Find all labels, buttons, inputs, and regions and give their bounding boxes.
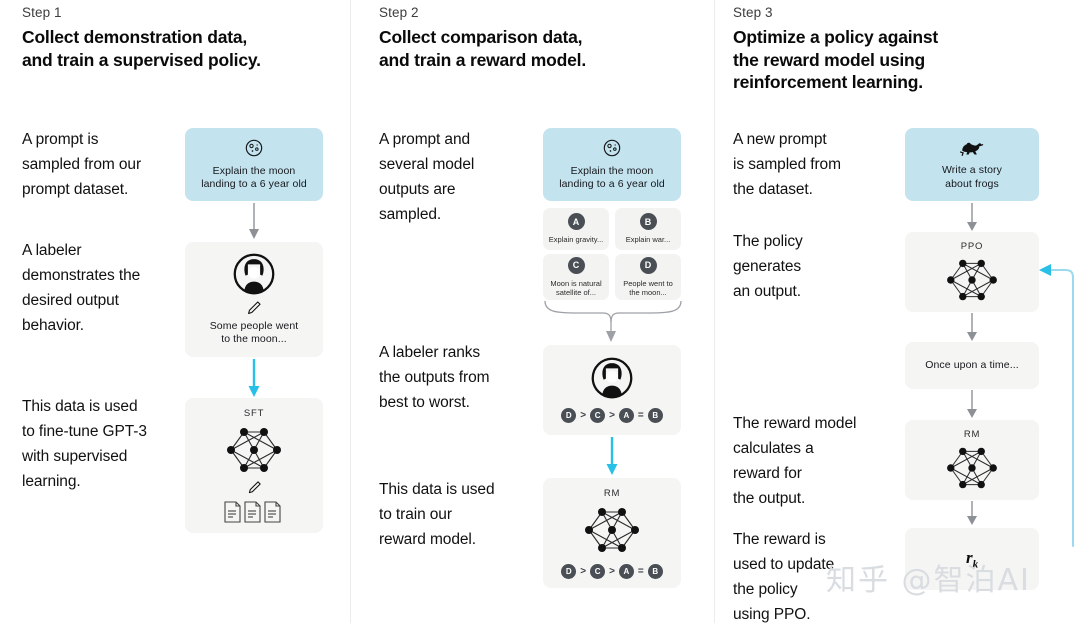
- step-1-label: Step 1: [22, 5, 62, 20]
- neural-net-icon: [947, 259, 997, 300]
- step-2-label: Step 2: [379, 5, 419, 20]
- rank-op-1: >: [580, 410, 587, 421]
- rank-op-3: =: [637, 410, 644, 421]
- rank-op-1: >: [580, 565, 587, 577]
- arrow-down-gray: [967, 313, 977, 341]
- step-3-ppo-card[interactable]: PPO: [905, 232, 1039, 312]
- feedback-loop-arrow: [1039, 264, 1074, 547]
- neural-net-icon: [947, 447, 997, 488]
- labeler-avatar-icon: [233, 253, 275, 294]
- badge-c: C: [567, 256, 585, 274]
- neural-net-icon: [227, 427, 281, 472]
- rank-op-2: >: [609, 565, 615, 577]
- rank-badge-4: B: [647, 563, 663, 579]
- pencil-icon: [248, 480, 261, 493]
- step-3-label: Step 3: [733, 5, 773, 20]
- step-3-paragraph-3: The reward model calculates a reward for…: [733, 415, 857, 507]
- badge-a: A: [567, 213, 585, 231]
- step-2-paragraph-3: This data is used to train our reward mo…: [379, 481, 495, 548]
- step-3-new-prompt-text: Write a story about frogs: [941, 164, 1003, 190]
- step-3-reward-card[interactable]: rk: [905, 528, 1039, 590]
- badge-d: D: [639, 256, 657, 274]
- merge-bracket-arrow: [544, 300, 682, 342]
- rank-op-3: =: [637, 565, 644, 577]
- step-2-rm-label: RM: [603, 487, 621, 499]
- step-2-rm-ranking-row: D > C > A = B: [561, 563, 663, 579]
- step-3-new-prompt-card[interactable]: Write a story about frogs: [905, 128, 1039, 201]
- column-divider-2: [714, 0, 715, 623]
- output-b-text: Explain war...: [625, 235, 671, 245]
- pencil-icon: [248, 300, 261, 314]
- output-a-text: Explain gravity...: [548, 235, 604, 245]
- rank-badge-2: C: [590, 563, 606, 579]
- column-divider-1: [350, 0, 351, 623]
- step-3-output-text: Once upon a time...: [925, 358, 1019, 371]
- documents-icon: [224, 500, 281, 523]
- arrow-down-gray: [967, 390, 977, 418]
- step-2-column: Step 2 Collect comparison data, and trai…: [351, 0, 714, 623]
- arrow-down-gray: [967, 203, 977, 231]
- reward-value: rk: [965, 547, 979, 571]
- step-2-paragraph-1: A prompt and several model outputs are s…: [379, 131, 475, 223]
- step-3-paragraph-4: The reward is used to update the policy …: [733, 531, 835, 623]
- rank-badge-2: C: [590, 408, 606, 423]
- step-3-rm-label: RM: [963, 428, 981, 440]
- step-1-column: Step 1 Collect demonstration data, and t…: [0, 0, 350, 623]
- neural-net-icon: [585, 507, 639, 552]
- output-c-text: Moon is natural satellite of...: [550, 278, 602, 298]
- arrow-down-gray: [967, 501, 977, 525]
- step-3-ppo-label: PPO: [960, 240, 984, 252]
- step-2-labeler-card[interactable]: D > C > A = B: [543, 345, 681, 435]
- step-2-paragraph-2: A labeler ranks the outputs from best to…: [379, 344, 490, 411]
- rank-badge-4: B: [647, 408, 663, 423]
- step-1-sft-card[interactable]: SFT: [185, 398, 323, 533]
- badge-b: B: [639, 213, 657, 231]
- step-2-title: Collect comparison data, and train a rew…: [379, 27, 586, 70]
- rank-badge-1: D: [561, 408, 577, 423]
- step-2-rm-card[interactable]: RM D > C: [543, 478, 681, 588]
- step-1-prompt-text: Explain the moon landing to a 6 year old: [201, 164, 307, 191]
- step-2-ranking-row: D > C > A = B: [561, 408, 663, 423]
- step-2-output-c[interactable]: C Moon is natural satellite of...: [543, 254, 609, 300]
- step-2-output-d[interactable]: D People went to the moon...: [615, 254, 681, 300]
- step-1-paragraph-3: This data is used to fine-tune GPT-3 wit…: [22, 398, 147, 490]
- step-2-prompt-text: Explain the moon landing to a 6 year old: [559, 164, 665, 191]
- step-1-labeler-text: Some people went to the moon...: [209, 319, 299, 346]
- rank-op-2: >: [609, 410, 615, 421]
- frog-icon: [959, 142, 984, 156]
- step-3-paragraph-1: A new prompt is sampled from the dataset…: [733, 131, 841, 198]
- output-d-text: People went to the moon...: [623, 278, 673, 298]
- step-2-prompt-card[interactable]: Explain the moon landing to a 6 year old: [543, 128, 681, 201]
- step-3-column: Step 3 Optimize a policy against the rew…: [715, 0, 1080, 623]
- step-2-output-a[interactable]: A Explain gravity...: [543, 208, 609, 250]
- step-1-paragraph-2: A labeler demonstrates the desired outpu…: [22, 242, 141, 334]
- moon-icon: [603, 139, 621, 156]
- step-3-title: Optimize a policy against the reward mod…: [733, 27, 939, 92]
- step-1-title: Collect demonstration data, and train a …: [22, 27, 261, 70]
- rank-badge-3: A: [618, 408, 634, 423]
- arrow-down-accent: [248, 359, 260, 397]
- step-3-rm-card[interactable]: RM: [905, 420, 1039, 500]
- rank-badge-1: D: [561, 563, 577, 579]
- step-3-paragraph-2: The policy generates an output.: [733, 233, 803, 300]
- arrow-down-accent: [606, 437, 618, 475]
- step-1-labeler-card[interactable]: Some people went to the moon...: [185, 242, 323, 357]
- moon-icon: [245, 139, 263, 156]
- step-2-output-b[interactable]: B Explain war...: [615, 208, 681, 250]
- step-1-paragraph-1: A prompt is sampled from our prompt data…: [22, 131, 142, 198]
- arrow-down-gray: [249, 203, 259, 239]
- step-1-prompt-card[interactable]: Explain the moon landing to a 6 year old: [185, 128, 323, 201]
- step-1-sft-label: SFT: [243, 407, 265, 419]
- labeler-avatar-icon: [591, 357, 633, 399]
- rank-badge-3: A: [618, 563, 634, 579]
- step-3-output-card[interactable]: Once upon a time...: [905, 342, 1039, 389]
